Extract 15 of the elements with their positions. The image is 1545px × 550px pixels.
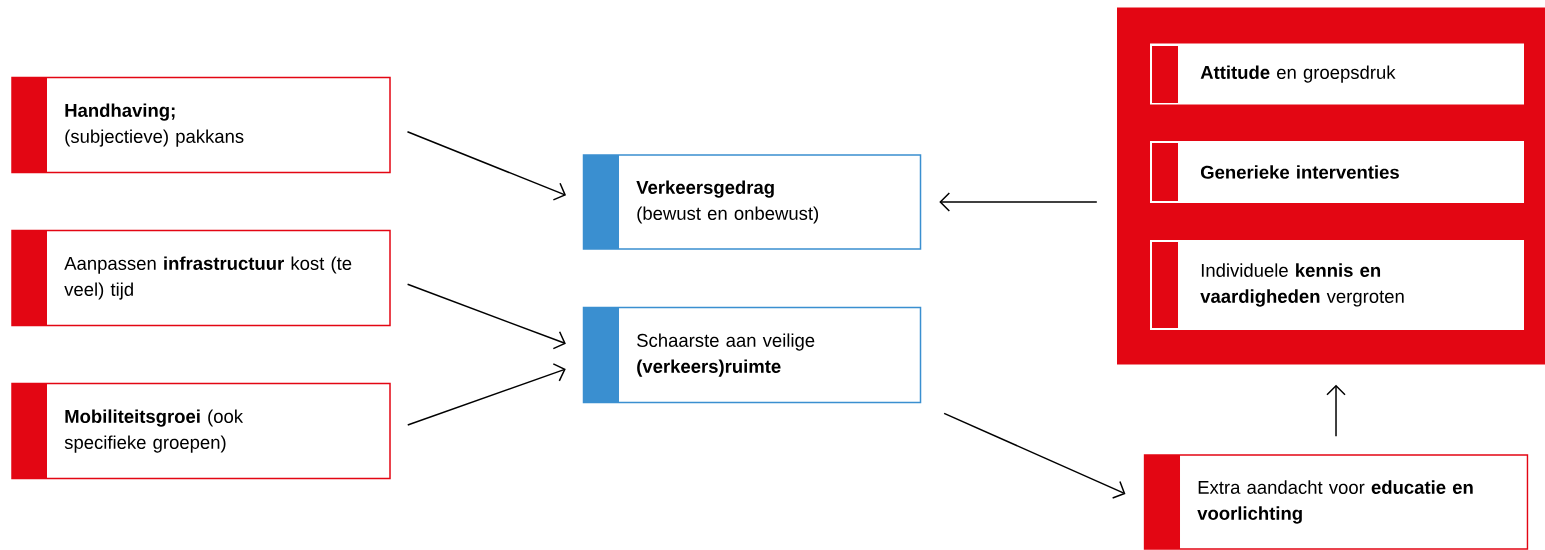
arrow — [939, 192, 1098, 212]
arrow — [1326, 384, 1346, 437]
text-box: Aanpassen infrastructuur kost (te veel) tijd — [11, 229, 391, 327]
text-box: Attitude en groepsdruk — [1150, 43, 1524, 105]
text-box: Individuele kennis en vaardigheden vergroten — [1150, 240, 1524, 330]
arrow — [406, 283, 566, 350]
arrow — [406, 130, 567, 201]
text-box: Handhaving; (subjectieve) pakkans — [11, 76, 391, 174]
text-box: Generieke interventies — [1150, 141, 1524, 203]
text-box: Schaarste aan veilige (verkeers)ruimte — [582, 306, 922, 404]
text-box: Extra aandacht voor educatie en voorlichting — [1143, 454, 1529, 550]
text-box: Mobiliteitsgroei (ook specifieke groepen) — [11, 382, 391, 480]
text-box: Verkeersgedrag (bewust en onbewust) — [582, 154, 922, 250]
arrow — [943, 412, 1126, 499]
arrow — [406, 363, 566, 426]
